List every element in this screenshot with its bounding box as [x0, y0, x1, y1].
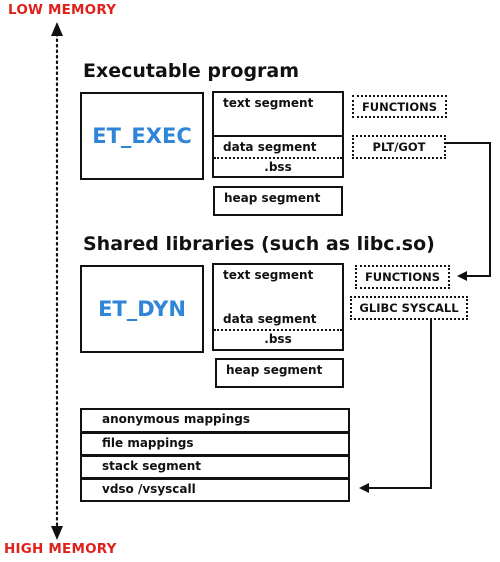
low-memory-label: LOW MEMORY	[8, 2, 117, 18]
plt-to-functions-arrow	[446, 142, 491, 281]
et-exec-label: ET_EXEC	[92, 124, 192, 148]
et-exec-box: ET_EXEC	[80, 92, 204, 180]
shared-segment-stack: text segment data segment .bss	[212, 263, 344, 351]
plt-got-tag: PLT/GOT	[352, 135, 446, 159]
exec-segment-stack: text segment data segment .bss	[212, 91, 344, 178]
memory-axis-arrow-down	[51, 526, 63, 540]
shared-data-segment: data segment	[214, 309, 342, 331]
high-memory-label: HIGH MEMORY	[4, 541, 117, 557]
shared-libraries-heading: Shared libraries (such as libc.so)	[83, 233, 435, 255]
syscall-to-vdso-arrow	[359, 318, 432, 493]
shared-bss-segment: .bss	[264, 332, 292, 346]
glibc-syscall-tag: GLIBC SYSCALL	[350, 296, 468, 320]
vdso-vsyscall-row: vdso /vsyscall	[80, 478, 350, 502]
shared-text-segment: text segment	[223, 268, 314, 282]
exec-text-segment: text segment	[214, 93, 342, 137]
exec-heap-segment: heap segment	[213, 186, 343, 216]
stack-segment-row: stack segment	[80, 455, 350, 479]
et-dyn-box: ET_DYN	[80, 265, 204, 353]
executable-heading: Executable program	[83, 60, 300, 82]
file-mappings-row: file mappings	[80, 432, 350, 456]
memory-axis-arrow-up	[51, 22, 63, 36]
shared-heap-segment: heap segment	[215, 358, 344, 388]
exec-functions-tag: FUNCTIONS	[352, 95, 447, 118]
shared-functions-tag: FUNCTIONS	[355, 265, 450, 289]
anonymous-mappings-row: anonymous mappings	[80, 408, 350, 433]
exec-bss-segment: .bss	[264, 160, 292, 174]
exec-data-segment: data segment	[214, 137, 342, 159]
et-dyn-label: ET_DYN	[98, 297, 186, 321]
